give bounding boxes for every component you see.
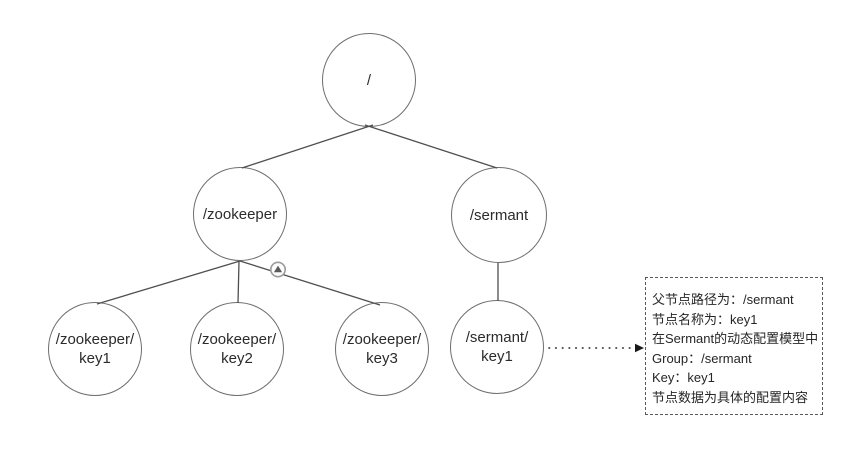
circled-triangle-up-icon	[269, 261, 286, 278]
node-zookeeper: /zookeeper	[193, 167, 287, 261]
node-root: /	[322, 33, 416, 127]
edge-zookeeper-key1	[96, 260, 241, 305]
annotation-line-key: Key：key1	[652, 370, 715, 385]
annotation-arrow	[548, 343, 644, 353]
node-zookeeper-key3-label: /zookeeper/ key3	[342, 331, 422, 367]
edge-zookeeper-key2	[237, 260, 240, 304]
node-zookeeper-key1-label: /zookeeper/ key1	[55, 331, 135, 367]
annotation-line-group: Group：/sermant	[652, 350, 752, 366]
node-root-label: /	[366, 71, 372, 89]
annotation-line-node-name: 节点名称为：key1	[652, 311, 758, 327]
edge-root-sermant	[364, 124, 498, 169]
node-sermant-label: /sermant	[469, 206, 529, 224]
node-zookeeper-key1: /zookeeper/ key1	[48, 302, 142, 396]
edge-zookeeper-key3	[239, 260, 381, 306]
edge-root-zookeeper	[241, 124, 374, 169]
node-zookeeper-key2-label: /zookeeper/ key2	[197, 331, 277, 367]
node-sermant: /sermant	[451, 167, 547, 263]
node-zookeeper-label: /zookeeper	[202, 205, 278, 223]
right-arrowhead-icon	[635, 343, 644, 353]
node-zookeeper-key3: /zookeeper/ key3	[335, 302, 429, 396]
annotation-box: 父节点路径为：/sermant 节点名称为：key1 在Sermant的动态配置…	[645, 277, 823, 415]
node-sermant-key1: /sermant/ key1	[450, 300, 544, 394]
node-zookeeper-key2: /zookeeper/ key2	[190, 302, 284, 396]
annotation-line-parent-path: 父节点路径为：/sermant	[652, 292, 794, 307]
annotation-line-node-data: 节点数据为具体的配置内容	[652, 389, 809, 405]
annotation-line-model-intro: 在Sermant的动态配置模型中	[652, 331, 819, 346]
node-sermant-key1-label: /sermant/ key1	[465, 329, 529, 365]
